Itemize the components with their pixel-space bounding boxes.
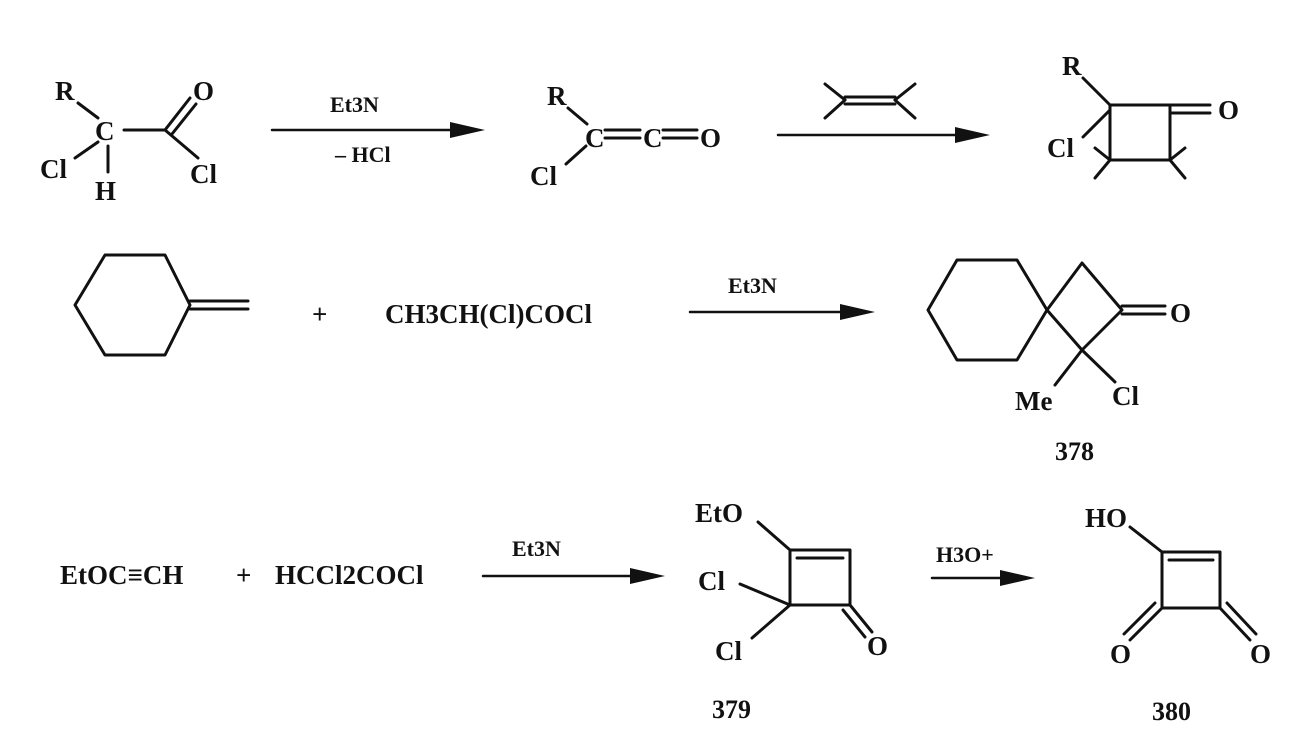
four-membered-ring: [1108, 103, 1172, 162]
bond-cl-2: [750, 603, 792, 640]
bond-oh: [1128, 525, 1164, 554]
cyclobutanone-ring: [1045, 261, 1124, 352]
arrow-label-above: H3O+: [936, 542, 994, 567]
bond-carbonyl-o-1: [163, 96, 192, 132]
atom-cl-1: Cl: [698, 566, 725, 596]
arrow-row1-step2: [776, 82, 990, 143]
bond-c-cl: [73, 140, 100, 160]
compound-number-380: 380: [1152, 697, 1191, 726]
atom-o: O: [193, 76, 214, 106]
atom-o-1: O: [1110, 639, 1131, 669]
bond-cl-1: [738, 582, 792, 607]
alkene-reagent-icon: [823, 82, 917, 120]
arrow-row3-step2: H3O+: [930, 542, 1035, 586]
atom-c: C: [95, 116, 115, 146]
reagent-formula: CH3CH(Cl)COCl: [385, 299, 592, 329]
squaric-acid-analog-380: HO O O 380: [1085, 503, 1271, 726]
atom-o: O: [700, 123, 721, 153]
methylenecyclohexane-structure: [73, 253, 250, 357]
bond-r-c: [566, 106, 589, 126]
arrow-head: [630, 568, 665, 584]
atom-cl: Cl: [530, 161, 557, 191]
bond-cl: [1081, 108, 1112, 139]
bond-co-left-2: [1122, 601, 1157, 636]
stub-2: [1093, 158, 1112, 180]
bond-oet: [756, 520, 792, 552]
arrow-row2: Et3N: [688, 273, 875, 320]
atom-cl-2: Cl: [715, 636, 742, 666]
atom-c1: C: [585, 123, 605, 153]
atom-cl-right: Cl: [190, 159, 217, 189]
cyclobutenone-379: EtO Cl Cl O 379: [695, 498, 888, 724]
arrow-head: [955, 127, 990, 143]
compound-number-379: 379: [712, 695, 751, 724]
cyclobutanone-structure: R Cl O: [1047, 51, 1239, 180]
stub-4: [1168, 158, 1187, 180]
bond-me: [1053, 348, 1084, 387]
arrow-row1-step1: Et3N – HCl: [270, 92, 485, 167]
arrow-row3-step1: Et3N: [481, 536, 665, 584]
bond-co-2: [841, 608, 867, 639]
atom-o: O: [1218, 95, 1239, 125]
atom-o: O: [867, 631, 888, 661]
reactant-ethoxyacetylene: EtOC≡CH: [60, 560, 183, 590]
bond-co-1: [848, 603, 874, 634]
stub-3: [1168, 146, 1187, 162]
atom-cl: Cl: [1112, 381, 1139, 411]
atom-cl: Cl: [1047, 133, 1074, 163]
spiro-product-378: O Me Cl 378: [926, 258, 1191, 466]
plus-sign: +: [312, 299, 327, 329]
atom-eto: EtO: [695, 498, 743, 528]
arrow-head: [840, 304, 875, 320]
atom-r: R: [1062, 51, 1082, 81]
bond-co-left-1: [1128, 606, 1164, 642]
reactant-dichloroacetyl-chloride: HCCl2COCl: [275, 560, 424, 590]
arrow-label-above: Et3N: [330, 92, 379, 117]
atom-o-2: O: [1250, 639, 1271, 669]
arrow-label-above: Et3N: [512, 536, 561, 561]
compound-number-378: 378: [1055, 437, 1094, 466]
atom-r: R: [55, 76, 75, 106]
atom-r: R: [547, 81, 567, 111]
bond-carbonyl-cl: [163, 128, 200, 160]
bond-r-c: [76, 101, 100, 120]
atom-ho: HO: [1085, 503, 1127, 533]
bond-co-right-1: [1218, 606, 1252, 642]
atom-o: O: [1170, 298, 1191, 328]
bond-co-right-2: [1225, 601, 1258, 636]
arrow-head: [450, 122, 485, 138]
plus-sign-row3: +: [236, 560, 251, 590]
acid-chloride-structure: R O C Cl H Cl: [40, 76, 217, 206]
atom-h: H: [95, 176, 116, 206]
cyclohexane-ring: [73, 253, 192, 357]
ketene-structure: R C C O Cl: [530, 81, 721, 191]
cyclohexane-ring: [926, 258, 1049, 362]
arrow-label-below: – HCl: [334, 142, 391, 167]
bond-c-cl: [564, 144, 588, 166]
bond-carbonyl-o-2: [170, 102, 198, 136]
atom-c2: C: [643, 123, 663, 153]
stub-1: [1093, 146, 1112, 162]
atom-cl-left: Cl: [40, 154, 67, 184]
bond-r: [1081, 76, 1112, 107]
bond-cl: [1080, 348, 1117, 384]
atom-me: Me: [1015, 386, 1052, 416]
arrow-head: [1000, 570, 1035, 586]
arrow-label-above: Et3N: [728, 273, 777, 298]
